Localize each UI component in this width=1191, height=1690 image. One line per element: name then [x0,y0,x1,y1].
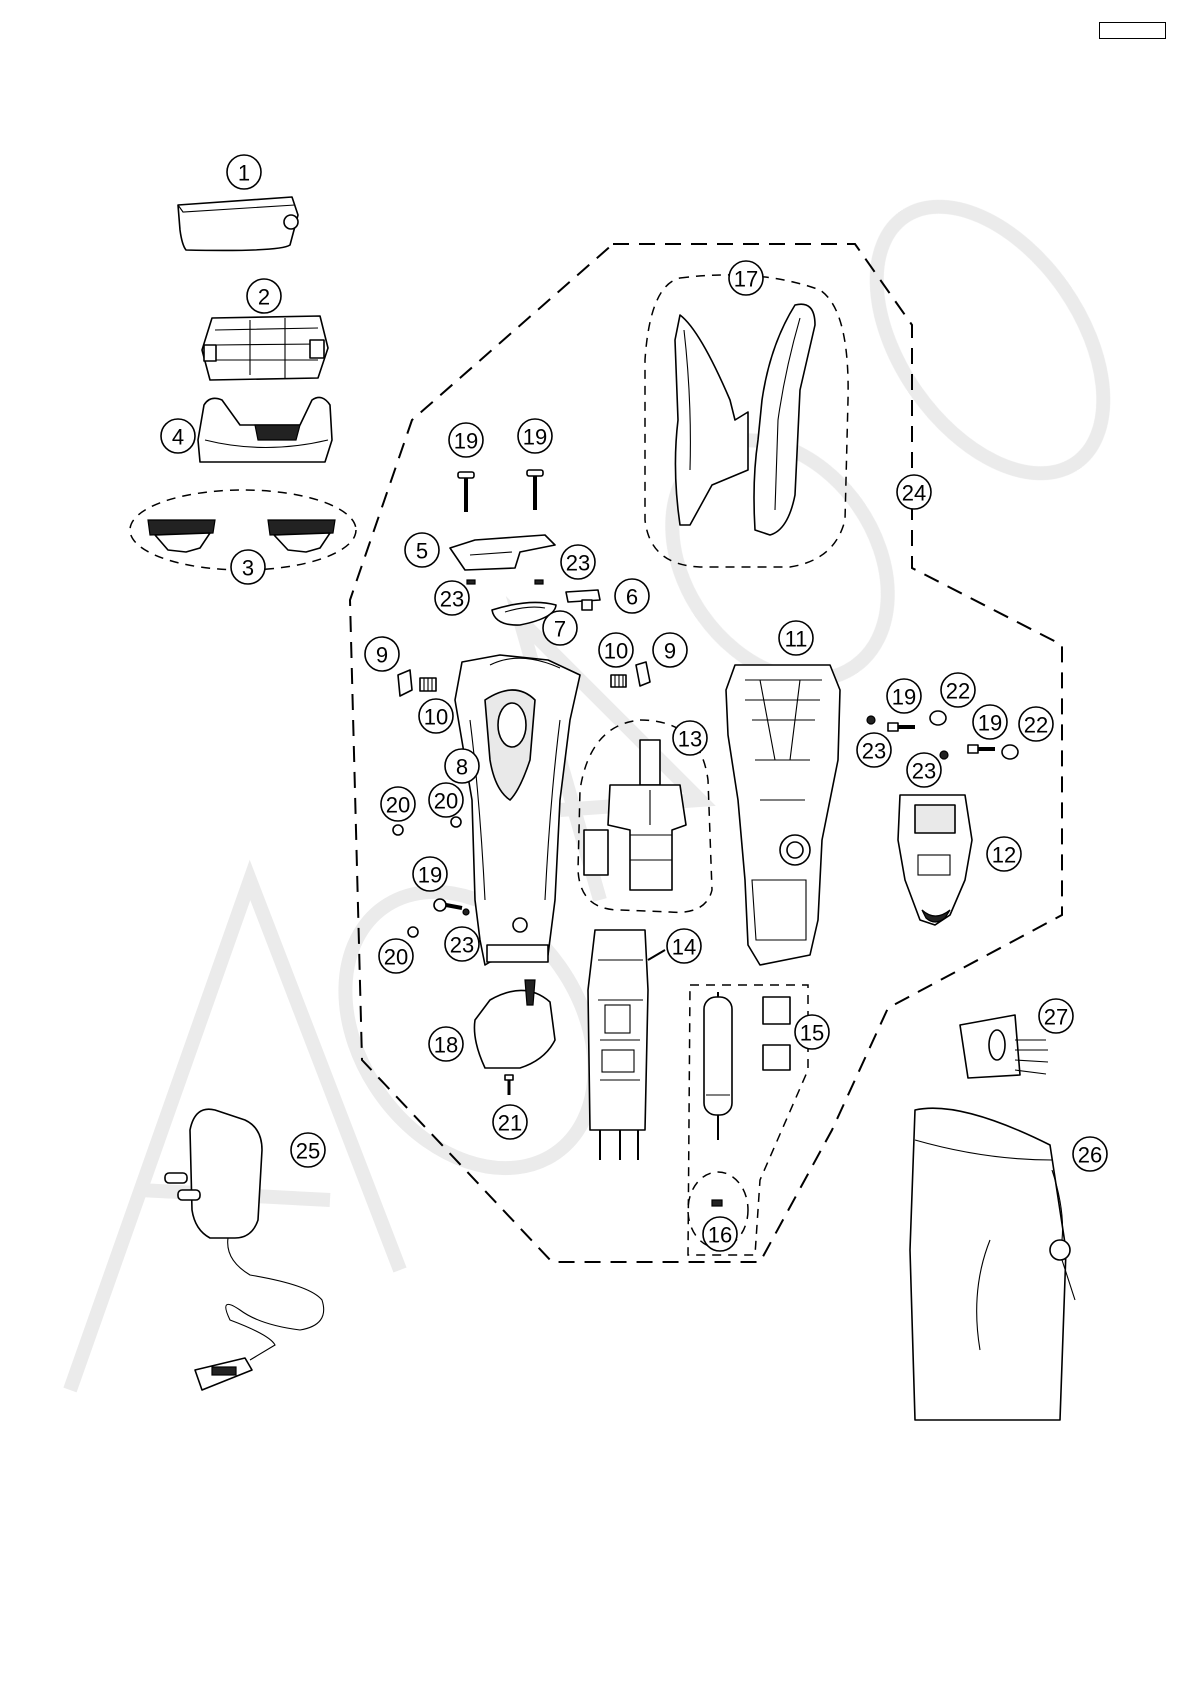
callout-number: 9 [664,639,676,664]
callout-number: 3 [242,556,254,581]
callout-number: 4 [172,425,184,450]
callout-number: 1 [238,161,250,186]
callout-number: 8 [456,755,468,780]
callout-c4: 4 [161,419,195,453]
callout-number: 23 [440,587,464,612]
callout-c20a: 20 [381,787,415,821]
callout-c22b: 22 [1019,707,1053,741]
callout-number: 27 [1044,1005,1068,1030]
callout-number: 17 [734,267,758,292]
part-11-rear-case [726,665,840,965]
callout-c23e: 23 [445,927,479,961]
callout-number: 5 [416,539,428,564]
callout-number: 16 [708,1223,732,1248]
callout-number: 24 [902,481,926,506]
callout-number: 23 [566,551,590,576]
callout-c11: 11 [779,621,813,655]
callout-c10a: 10 [419,699,453,733]
part-12-bottom-cover [898,795,972,925]
callout-number: 18 [434,1033,458,1058]
part-15-battery [704,992,790,1140]
part-27-cleaning-brush [960,1015,1048,1078]
callout-c19e: 19 [413,857,447,891]
callout-number: 20 [384,945,408,970]
callout-c2: 2 [247,279,281,313]
callout-number: 2 [258,285,270,310]
callout-c3: 3 [231,550,265,584]
part-5-bracket [450,535,555,584]
callout-c19c: 19 [887,679,921,713]
callout-number: 13 [678,727,702,752]
callout-number: 19 [978,711,1002,736]
callout-number: 15 [800,1021,824,1046]
callout-number: 9 [376,643,388,668]
part-3-blades [148,520,335,552]
callout-number: 21 [498,1111,522,1136]
callout-number: 19 [892,685,916,710]
callout-c1: 1 [227,155,261,189]
callout-c8: 8 [445,749,479,783]
part-6-switch [566,590,600,610]
callout-number: 26 [1078,1143,1102,1168]
callout-number: 22 [1024,713,1048,738]
callout-c26: 26 [1073,1137,1107,1171]
part-16-insulator [712,1200,722,1206]
callout-c27: 27 [1039,999,1073,1033]
callout-number: 19 [523,425,547,450]
callout-number: 22 [946,679,970,704]
header-blank-box [1099,22,1166,39]
part-4-outer-frame [198,397,332,462]
callout-c14: 14 [667,929,701,963]
callout-c20c: 20 [379,939,413,973]
callout-c22a: 22 [941,673,975,707]
callout-number: 7 [554,617,566,642]
callout-number: 12 [992,843,1016,868]
callout-number: 10 [604,639,628,664]
callout-number: 23 [862,739,886,764]
callout-c24: 24 [897,475,931,509]
callout-c5: 5 [405,533,439,567]
part-14-pcb [588,930,665,1160]
callout-c10b: 10 [599,633,633,667]
callout-number: 6 [626,585,638,610]
callout-number: 20 [386,793,410,818]
callout-c19a: 19 [449,423,483,457]
callout-c21: 21 [493,1105,527,1139]
callout-c18: 18 [429,1027,463,1061]
callout-c19d: 19 [973,705,1007,739]
callout-c23c: 23 [857,733,891,767]
callout-number: 25 [296,1139,320,1164]
callout-c23d: 23 [907,753,941,787]
part-17-side-covers [675,304,815,535]
callout-c7: 7 [543,611,577,645]
callout-c19b: 19 [518,419,552,453]
callout-number: 20 [434,789,458,814]
callout-c9b: 9 [653,633,687,667]
callout-c15: 15 [795,1015,829,1049]
callout-number: 11 [785,627,808,652]
callout-c17: 17 [729,261,763,295]
callout-c25: 25 [291,1133,325,1167]
part-26-pouch [910,1108,1075,1420]
callout-c23a: 23 [561,545,595,579]
callout-c20b: 20 [429,783,463,817]
callout-c16: 16 [703,1217,737,1251]
part-1-protective-cap [178,197,298,250]
callout-number: 23 [450,933,474,958]
callout-c6: 6 [615,579,649,613]
callout-number: 19 [418,863,442,888]
callout-c12: 12 [987,837,1021,871]
part-18-stand [474,980,555,1095]
callout-c13: 13 [673,721,707,755]
callout-c23b: 23 [435,581,469,615]
callout-c9a: 9 [365,637,399,671]
callout-number: 10 [424,705,448,730]
callout-number: 19 [454,429,478,454]
callout-number: 23 [912,759,936,784]
part-2-blade-frame [202,316,328,380]
callout-number: 14 [672,935,696,960]
part-19-screws-top [458,470,543,512]
